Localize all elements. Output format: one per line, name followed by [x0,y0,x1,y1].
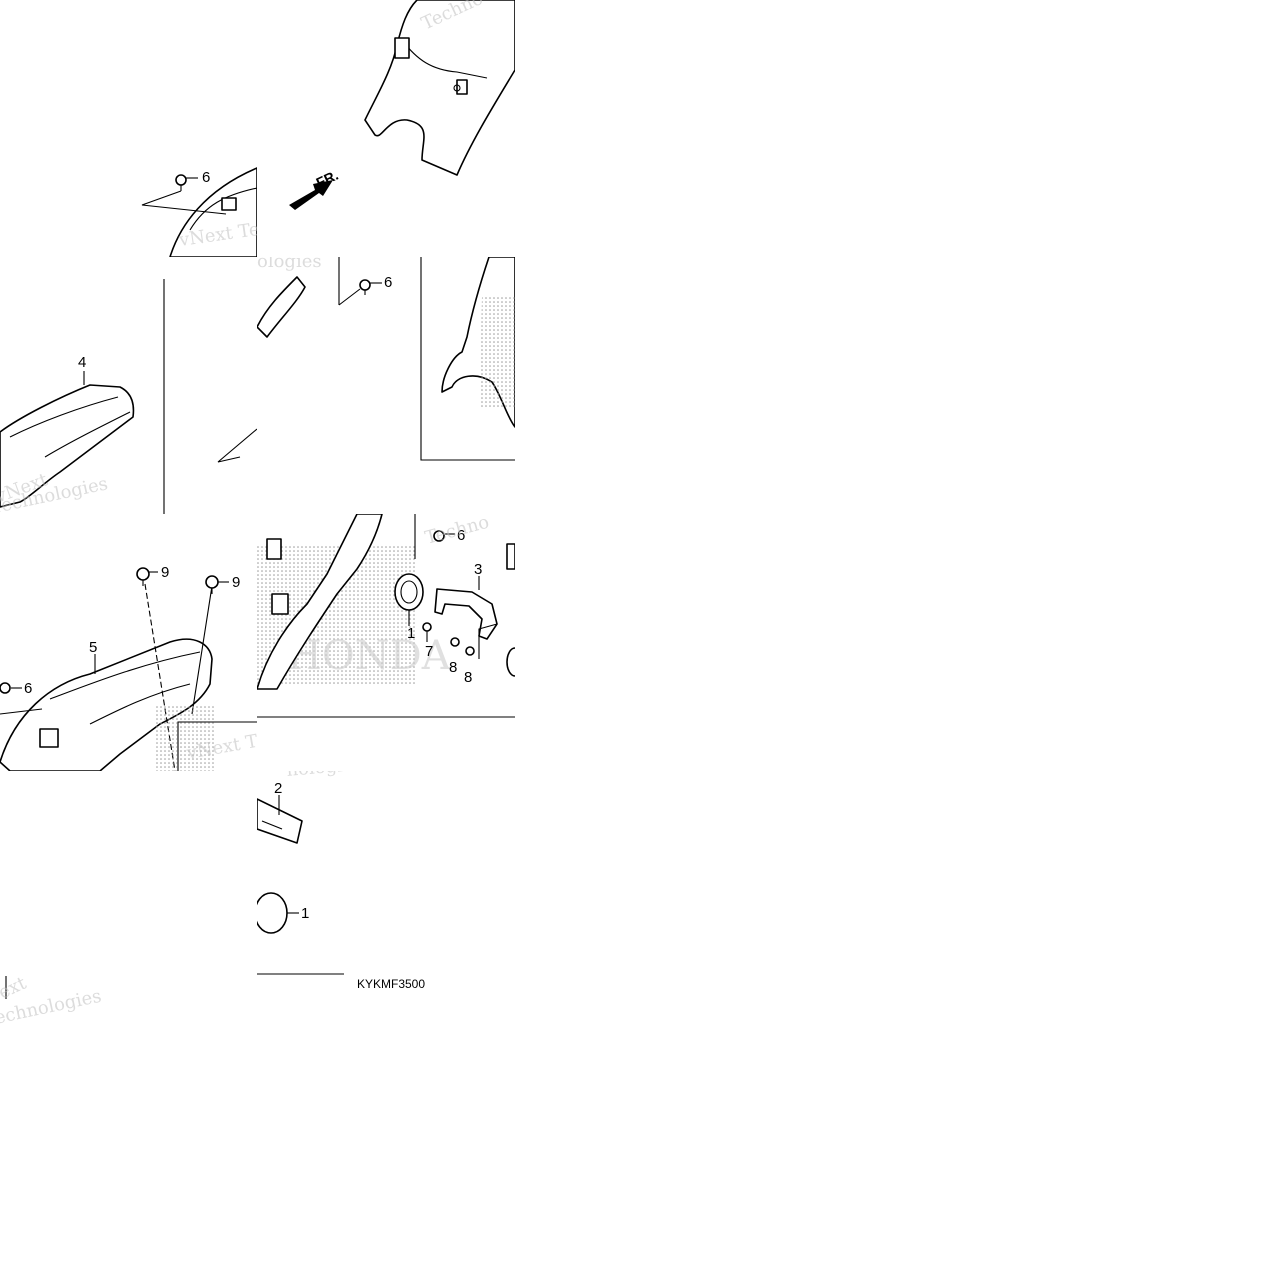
bolt-6-icon [359,279,371,295]
fender-sliver [257,276,306,338]
nut-8-icon [450,637,460,647]
tile-center: 6 ologies [257,257,515,514]
bracket-3 [434,588,498,640]
tile-middle-left: 4 vNext Technologies [0,257,257,514]
fender-tab [271,593,289,615]
label-9: 9 [161,564,169,581]
label-6: 6 [202,169,210,186]
inset-frame [420,257,515,461]
label-3: 3 [474,561,482,578]
seat-cowl-4-ridge2 [44,411,131,458]
tile-lower-middle: nologies 2 1 KYKMF3500 [257,771,515,1028]
fender-hole-dot [453,84,461,92]
tile-bottom-middle-art: HONDA 6 1 3 7 [257,514,515,718]
fender-hole [456,79,468,95]
cowl-tab [221,197,237,211]
tile-top-left-art: 6 vNext Te [141,167,257,257]
label-6: 6 [384,274,392,291]
front-direction-arrow-icon [289,180,333,210]
seat-cowl-5-ridge2 [89,683,191,725]
logo-texture [479,297,515,407]
watermark-text: nologies [286,771,364,781]
tile-lower-left: ext echnologies [0,771,257,1028]
seat-cowl-detail [189,187,257,231]
tile-top-left: 6 vNext Te [0,0,257,257]
tile-top-middle-art: FR. Techno [289,0,515,210]
drawing-code: KYKMF3500 [357,977,425,991]
label-8: 8 [449,659,457,676]
label-1: 1 [407,625,415,642]
leader-inner [217,428,257,463]
seat-cowl-4 [0,384,135,508]
seat-cowl-5-ridge [49,651,201,700]
partial-part [506,543,515,570]
grommet-1-lower [257,892,288,934]
label-6: 6 [24,680,32,697]
grommet-1-icon [394,573,424,611]
bolt-6-icon [175,174,187,191]
tile-middle-left-art: 4 vNext Technologies [0,279,257,514]
label-4: 4 [78,354,86,371]
tile-lower-middle-art: nologies 2 1 KYKMF3500 [257,771,425,991]
tile-center-art: 6 ologies [257,257,515,461]
label-6: 6 [457,527,465,544]
cowl-tab [39,728,59,748]
watermark-text: ext [0,972,30,1003]
label-2: 2 [274,780,282,797]
bolt-6-icon [433,530,445,542]
inner-fender-lower [257,514,383,690]
bolt-9-icon [205,575,219,594]
direction-label: FR. [314,167,341,191]
plate-2-slot [261,820,283,830]
label-8: 8 [464,669,472,686]
plate-2 [257,798,303,844]
seat-cowl-4-ridge [9,396,119,438]
leader-9b [191,585,213,715]
label-9: 9 [232,574,240,591]
logo-text: HONDA [287,633,452,679]
leader-6b [141,190,227,215]
bolt-6-icon [0,682,11,694]
label-7: 7 [425,643,433,660]
tile-top-middle: FR. Techno [257,0,515,257]
tile-bottom-left-art: 9 9 5 6 vNext Tec [0,564,257,771]
leader-6-diag [338,288,361,306]
leader-left [0,708,43,715]
partial-grommet [506,647,515,677]
label-1: 1 [301,905,309,922]
logo-texture [155,704,215,771]
tile-bottom-left: 9 9 5 6 vNext Tec [0,514,257,771]
nut-8-icon [465,646,475,656]
watermark-text: ologies [257,257,322,272]
tile-bottom-middle: HONDA 6 1 3 7 [257,514,515,771]
fender-tab [394,37,410,59]
leader-8 [478,623,498,659]
label-5: 5 [89,639,97,656]
fender-tab [266,538,282,560]
tile-lower-left-art: ext echnologies [0,972,103,1028]
bolt-9-icon [136,567,150,586]
nut-7-icon [422,622,432,632]
